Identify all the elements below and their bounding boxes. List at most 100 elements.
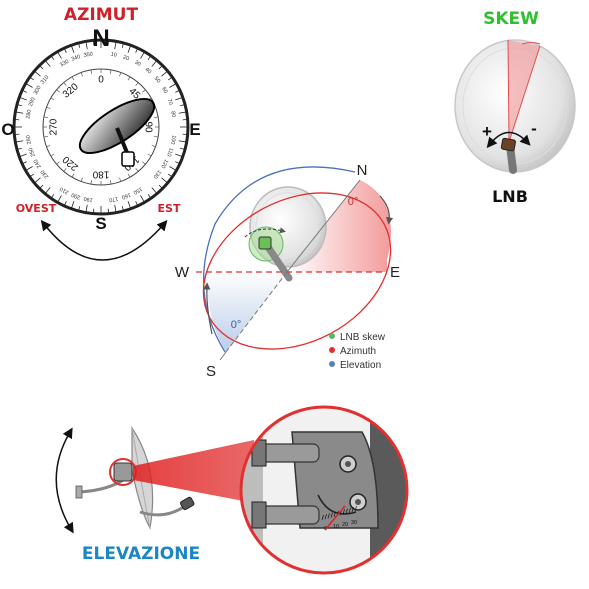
- compass-tick: [17, 104, 22, 107]
- compass-tick: [140, 195, 145, 202]
- azimut-title: AZIMUT: [64, 5, 139, 25]
- compass-tick: [135, 48, 138, 53]
- compass-tick: [64, 201, 67, 206]
- compass-degree-label: 90: [143, 121, 154, 133]
- skew-angle-wedge: [508, 40, 540, 142]
- compass-inner-tick: [43, 136, 48, 138]
- center-label-north: N: [357, 162, 368, 179]
- compass-tick: [114, 42, 117, 50]
- compass-tick: [178, 140, 186, 143]
- compass-tick: [16, 140, 24, 143]
- compass-scale-number: 280: [25, 109, 33, 119]
- elevation-scale-label: 10: [333, 524, 339, 530]
- compass-cardinal-east: E: [189, 120, 200, 139]
- compass-inner-tick: [56, 161, 60, 165]
- compass-tick: [158, 65, 163, 70]
- compass-scale-number: 330: [59, 59, 70, 69]
- azimuth-direction-arrow: [379, 195, 394, 225]
- compass-inner-tick: [127, 76, 131, 81]
- compass-tick: [45, 60, 51, 67]
- compass-scale-number: 340: [71, 54, 82, 63]
- compass-tick: [30, 77, 35, 81]
- compass-tick: [147, 193, 151, 198]
- elevation-angle-label: 0°: [231, 319, 242, 331]
- compass-scale-number: 240: [33, 158, 43, 169]
- compass-scale-number: 20: [122, 55, 130, 63]
- compass-tick: [85, 42, 88, 50]
- compass-tick: [151, 187, 157, 194]
- north-line: [286, 179, 361, 273]
- compass-tick: [114, 204, 117, 212]
- azimuth-angle-label: 0°: [348, 196, 359, 208]
- compass-scale-number: 130: [152, 168, 163, 179]
- compass-tick: [127, 201, 131, 208]
- compass-inner-tick: [46, 106, 51, 109]
- elevation-scale-tick: [333, 511, 336, 517]
- compass-tick: [127, 46, 131, 53]
- compass-scale-number: 310: [40, 75, 51, 86]
- skew-lnb-label: LNB: [492, 187, 528, 206]
- elevation-bracket-small: [113, 462, 133, 482]
- legend-label: Elevation: [340, 360, 381, 371]
- compass-tick: [121, 43, 124, 48]
- compass-scale-number: 190: [83, 195, 93, 203]
- compass-tick: [151, 60, 157, 67]
- compass-inner-tick: [71, 76, 75, 81]
- compass-inner-tick: [50, 153, 55, 157]
- compass-tick: [121, 206, 124, 211]
- elevazione-panel: 0102030 ELEVAZIONE: [55, 405, 409, 575]
- compass-tick: [175, 90, 180, 93]
- compass-inner-tick: [147, 153, 152, 157]
- compass-tick: [39, 65, 44, 70]
- legend-swatch: [329, 333, 335, 339]
- compass-inner-tick: [154, 116, 159, 118]
- legend-swatch: [329, 361, 335, 367]
- skew-rotation-arrow: [486, 131, 531, 149]
- compass-scale-number: 70: [166, 98, 174, 106]
- azimut-dish-icon: [78, 98, 156, 167]
- compass-inner-tick: [56, 89, 60, 93]
- compass-tick: [85, 204, 88, 212]
- elevation-arc: [202, 166, 356, 353]
- compass-tick: [169, 166, 176, 171]
- elevazione-title: ELEVAZIONE: [82, 544, 200, 564]
- skew-direction-arrow: [244, 227, 286, 238]
- compass-tick: [26, 83, 33, 88]
- compass-tick: [158, 184, 163, 189]
- compass-tick: [140, 52, 145, 59]
- compass-tick: [20, 153, 27, 157]
- compass-tick: [45, 187, 51, 194]
- elevation-scale-tick: [327, 513, 330, 519]
- compass-tick: [34, 71, 41, 77]
- compass-scale-number: 160: [121, 191, 132, 200]
- compass-tick: [17, 147, 22, 150]
- compass-tick: [78, 43, 81, 48]
- compass-ticks: [15, 41, 187, 213]
- compass-tick: [64, 48, 67, 53]
- center-label-west: W: [175, 264, 190, 281]
- skew-lnb-head: [500, 137, 516, 152]
- compass-inner-tick: [154, 136, 159, 138]
- compass-tick: [71, 46, 75, 53]
- compass-tick: [161, 71, 168, 77]
- zoom-detail: 0102030: [239, 405, 409, 575]
- compass-inner-tick: [63, 82, 67, 86]
- compass-tick: [20, 97, 27, 101]
- compass-inner-tick: [90, 69, 92, 74]
- compass-scale-number: 10: [110, 52, 117, 59]
- compass-cardinal-west: O: [1, 120, 14, 139]
- compass-scale-number: 110: [165, 147, 174, 157]
- compass-tick: [167, 173, 172, 177]
- compass-inner-tick: [110, 69, 112, 74]
- legend-label: LNB skew: [340, 332, 386, 343]
- compass-tick: [22, 161, 27, 164]
- compass-tick: [178, 111, 186, 114]
- compass-tick: [175, 97, 182, 101]
- elevation-scale-tick: [345, 508, 348, 514]
- elevation-scale-tick: [342, 509, 345, 515]
- compass-inner-tick: [142, 89, 146, 93]
- legend-swatch: [329, 347, 335, 353]
- compass-tick: [175, 161, 180, 164]
